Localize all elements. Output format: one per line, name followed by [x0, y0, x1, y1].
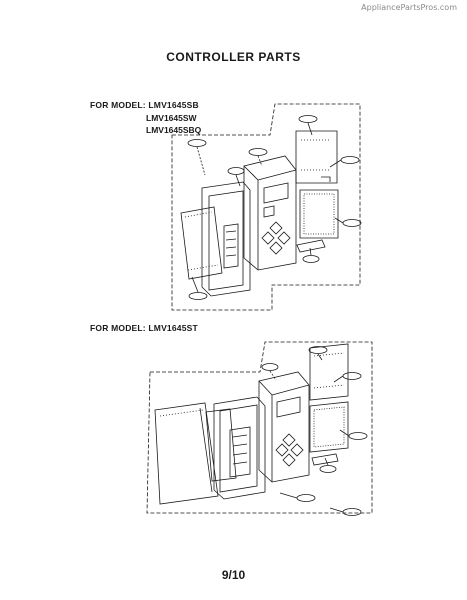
callout-label	[298, 115, 318, 123]
control-frame	[258, 371, 310, 483]
model-name: LMV1645ST	[148, 323, 198, 333]
callout-label	[342, 219, 362, 227]
model-name: LMV1645SW	[146, 113, 197, 123]
model-name: LMV1645SBQ	[146, 125, 202, 135]
section2-boundary	[146, 341, 373, 514]
model-label-section2: FOR MODEL: LMV1645ST	[90, 323, 198, 333]
page-title: CONTROLLER PARTS	[166, 50, 301, 64]
small-bracket	[296, 239, 326, 253]
callout-label	[187, 139, 207, 147]
callout-label	[261, 363, 279, 371]
callout-label	[302, 255, 320, 263]
section1-boundary	[171, 103, 361, 311]
small-bracket	[311, 453, 339, 466]
model-label-section1: FOR MODEL: LMV1645SB	[90, 100, 199, 110]
shield-plate	[309, 401, 349, 453]
callout-label	[188, 292, 208, 300]
control-door-panel	[154, 402, 219, 505]
callout-label	[227, 167, 245, 175]
page-number: 9/10	[221, 568, 246, 582]
callout-label	[296, 494, 316, 502]
model-list-section1: LMV1645SW LMV1645SBQ	[146, 112, 201, 136]
model-label-prefix: FOR MODEL:	[90, 323, 149, 333]
callout-label	[342, 508, 362, 516]
front-panel-frame	[213, 396, 266, 500]
control-door-panel	[180, 206, 223, 280]
callout-label	[340, 156, 360, 164]
model-name: LMV1645SB	[148, 100, 199, 110]
controller-pcb	[295, 130, 338, 184]
callout-label	[319, 465, 337, 473]
callout-label	[342, 372, 362, 380]
controller-pcb	[309, 343, 349, 401]
model-label-prefix: FOR MODEL:	[90, 100, 149, 110]
callout-label	[348, 432, 368, 440]
control-frame	[243, 155, 297, 271]
front-panel-frame	[201, 181, 251, 297]
shield-plate	[299, 189, 339, 239]
callout-label	[248, 148, 268, 156]
inner-door-panel	[205, 408, 237, 482]
watermark: AppliancePartsPros.com	[361, 3, 457, 12]
callout-label	[308, 346, 328, 354]
